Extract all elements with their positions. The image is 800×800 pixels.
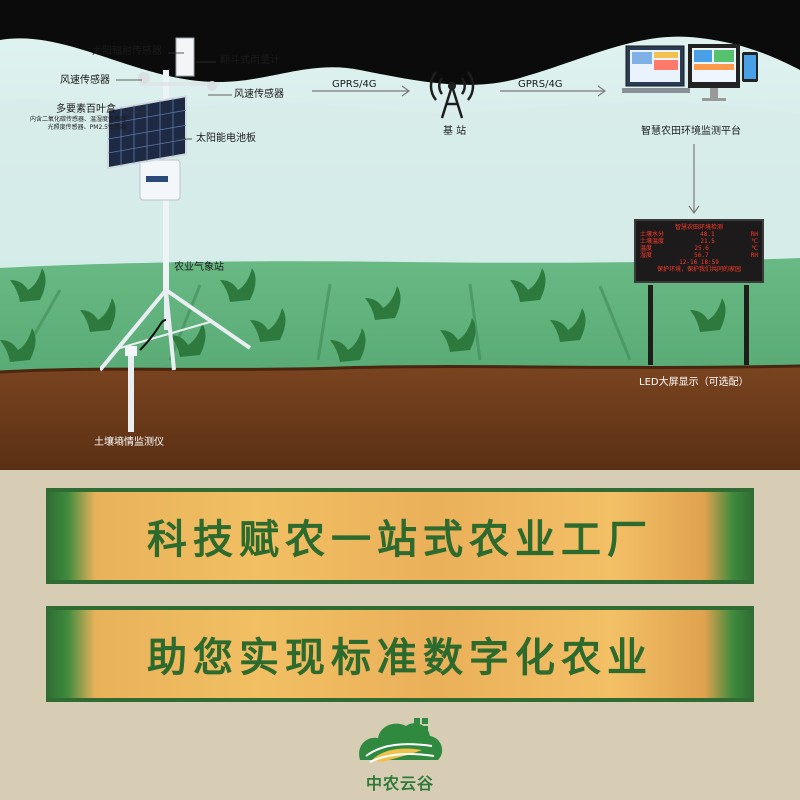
led-time: 12-16 18:59 [679,259,719,266]
led-row: 温度 25.6 ℃ [640,245,758,252]
gprs-label-2: GPRS/4G [518,79,563,90]
rain-gauge-label: 翻斗式雨量计 [220,55,280,66]
banner-1-text: 科技赋农一站式农业工厂 [147,516,653,563]
multi-element-box-detail-1: 内含二氧化碳传感器、温湿度传感器 [29,116,126,123]
led-row: 湿度 56.7 RH [640,252,758,259]
led-row: 土壤水分 48.1 RH [640,231,758,238]
banner-2-text: 助您实现标准数字化农业 [147,634,653,681]
solar-panel-label: 太阳能电池板 [196,133,256,144]
led-row-value: 21.5 [700,238,715,245]
weather-station-label: 农业气象站 [174,262,224,273]
led-row-name: 湿度 [640,252,653,259]
led-row-value: 48.1 [700,231,715,238]
led-slogan: 保护环境，保护我们共同的家园 [656,266,741,273]
wind-speed-sensor-right-label: 风速传感器 [234,89,284,100]
led-row-unit: ℃ [751,238,758,245]
brand-name: 中农云谷 [365,774,434,793]
banner-1: 科技赋农一站式农业工厂 [46,488,754,584]
led-row-unit: RH [750,252,758,259]
crop-plants [0,268,726,362]
multi-element-box-detail-2: 光照度传感器、PM2.5传感器 [47,123,126,131]
led-row-value: 56.7 [694,252,709,259]
signal-tower-icon [429,71,475,119]
leaf-logo-icon [359,718,443,763]
led-row-unit: RH [750,231,758,238]
wind-speed-sensor-left-label: 风速传感器 [60,75,110,86]
solar-radiation-sensor-label: 太阳辐射传感器 [92,46,162,57]
gprs-label-1: GPRS/4G [332,79,377,90]
led-title: 智慧农田环境检测 [674,224,723,231]
led-row-name: 温度 [640,245,653,252]
data-flow-arrows [116,52,749,365]
base-station-label: 基 站 [443,126,467,137]
banner-2: 助您实现标准数字化农业 [46,606,754,702]
soil-monitor-label: 土壤墒情监测仪 [94,437,164,448]
led-row-name: 土壤温度 [640,238,665,245]
computer-monitors-icon [622,44,758,101]
multi-element-box-detail: 内含二氧化碳传感器、温湿度传感器 光照度传感器、PM2.5传感器 [22,116,126,131]
led-row-value: 25.6 [694,245,709,252]
weather-station-illustration [100,37,252,432]
platform-label: 智慧农田环境监测平台 [641,126,741,137]
led-display-label: LED大屏显示（可选配） [639,377,749,388]
led-row: 土壤温度 21.5 ℃ [640,238,758,245]
multi-element-box-label: 多要素百叶盒 [56,104,116,115]
led-row-name: 土壤水分 [640,231,665,238]
led-row-unit: ℃ [751,245,758,252]
